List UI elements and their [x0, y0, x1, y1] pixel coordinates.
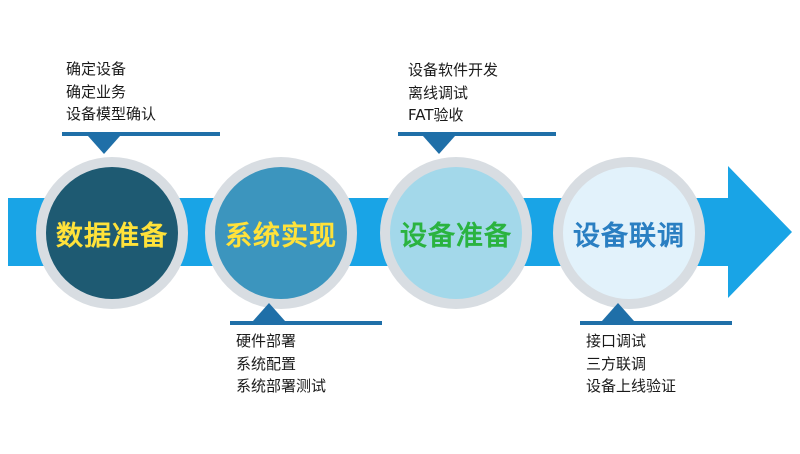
- callout-bar: [230, 321, 382, 325]
- note-item: 离线调试: [408, 83, 469, 102]
- note-item: 三方联调: [586, 354, 647, 373]
- note-item: 设备上线验证: [586, 377, 677, 395]
- stage-circle-device-prep: 设备准备: [390, 167, 522, 299]
- callout-pointer: [88, 136, 120, 154]
- note-item: 设备模型确认: [66, 105, 157, 123]
- note-item: FAT验收: [408, 106, 464, 124]
- note-item: 设备软件开发: [408, 61, 499, 79]
- note-item: 接口调试: [586, 332, 647, 350]
- note-item: 确定业务: [66, 82, 127, 101]
- stage-circle-data-prep: 数据准备: [46, 167, 178, 299]
- stage-circle-system-impl: 系统实现: [215, 167, 347, 299]
- callout-pointer: [423, 136, 455, 154]
- notes-device-joint: 接口调试 三方联调 设备上线验证: [586, 330, 676, 398]
- callout-pointer: [253, 303, 285, 321]
- stage-label: 设备准备: [400, 220, 512, 252]
- stage-label: 设备联调: [573, 220, 685, 252]
- stage-label: 系统实现: [225, 220, 337, 252]
- callout-bar: [580, 321, 732, 325]
- note-item: 确定设备: [66, 60, 127, 78]
- callout-bar: [398, 132, 556, 136]
- note-item: 系统部署测试: [236, 377, 327, 395]
- notes-data-prep: 确定设备 确定业务 设备模型确认: [66, 58, 156, 126]
- stage-circle-device-joint: 设备联调: [563, 167, 695, 299]
- notes-system-impl: 硬件部署 系统配置 系统部署测试: [236, 330, 326, 398]
- callout-pointer: [602, 303, 634, 321]
- note-item: 硬件部署: [236, 332, 297, 350]
- note-item: 系统配置: [236, 354, 297, 373]
- notes-device-prep: 设备软件开发 离线调试 FAT验收: [408, 59, 498, 127]
- callout-bar: [62, 132, 220, 136]
- stage-label: 数据准备: [56, 220, 168, 252]
